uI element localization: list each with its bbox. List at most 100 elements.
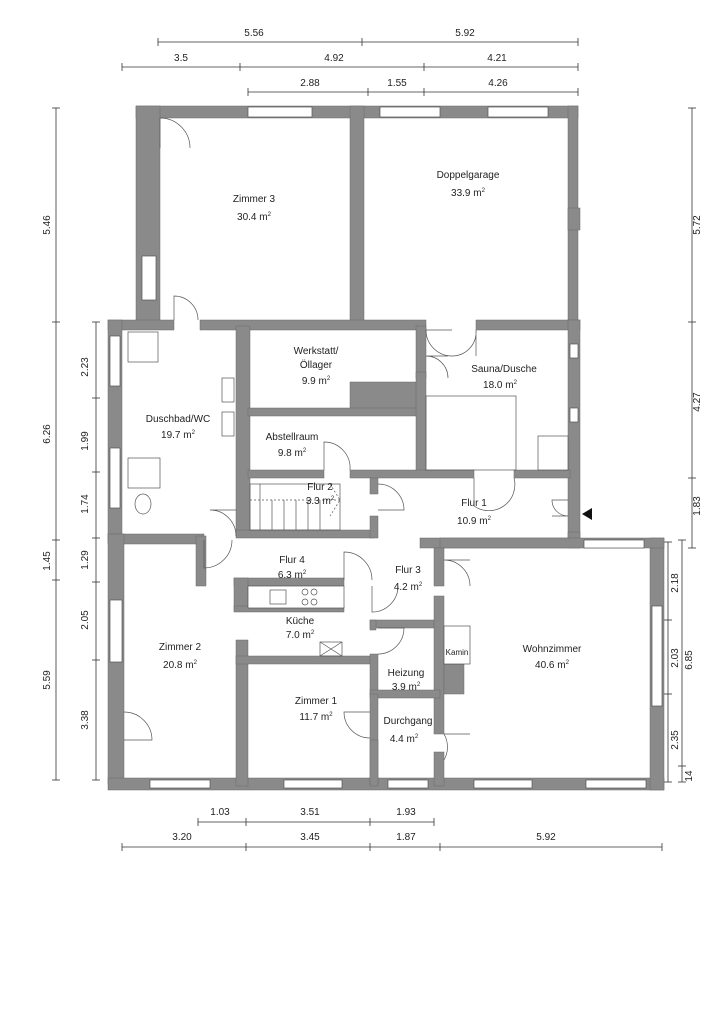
wall-wohn-top (439, 537, 665, 549)
fireplace (443, 625, 471, 665)
window (387, 779, 429, 789)
wall-heizung-left (369, 653, 379, 695)
wall-abstell-bottom-r (349, 469, 475, 479)
kitchen-counter (247, 585, 345, 609)
dim-left-1-3: 1.45 (42, 551, 53, 571)
shower (127, 331, 159, 363)
svg-text:Durchgang: Durchgang (384, 716, 433, 727)
dim-top-1-1: 5.56 (244, 28, 264, 39)
dim-left-1-2: 6.26 (42, 424, 53, 444)
window (583, 539, 645, 549)
svg-text:18.0 m2: 18.0 m2 (483, 380, 518, 391)
svg-text:40.6 m2: 40.6 m2 (535, 660, 570, 671)
dim-right-1-1: 5.72 (692, 215, 703, 235)
door-swing (203, 539, 233, 569)
svg-text:Flur 3: Flur 3 (395, 565, 421, 576)
dim-right-1-2: 4.27 (692, 392, 703, 412)
window (247, 106, 313, 118)
dim-right-3-2: 2.03 (670, 648, 681, 668)
svg-text:Duschbad/WC: Duschbad/WC (146, 414, 210, 425)
wall-kueche-bottom (235, 655, 377, 665)
door-swing (425, 355, 449, 379)
dim-right-3-3: 2.35 (670, 730, 681, 750)
dim-left-1-1: 5.46 (42, 215, 53, 235)
room-flur-4: Flur 4 6.3 m2 (278, 555, 307, 581)
dim-top-3-2: 1.55 (387, 78, 407, 89)
dim-bottom-2-1: 3.20 (172, 832, 192, 843)
wall-z2-right-top (195, 535, 207, 587)
svg-text:11.7 m2: 11.7 m2 (299, 712, 333, 723)
room-duschbad: Duschbad/WC 19.7 m2 (146, 414, 210, 441)
dim-bottom-2-3: 1.87 (396, 832, 416, 843)
svg-text:Flur 1: Flur 1 (461, 498, 487, 509)
room-sauna: Sauna/Dusche 18.0 m2 (471, 364, 537, 391)
svg-text:Flur 4: Flur 4 (279, 555, 305, 566)
wall-heizung-top (369, 619, 441, 629)
window (109, 447, 121, 509)
dim-bottom-2-4: 5.92 (536, 832, 556, 843)
svg-text:Zimmer 2: Zimmer 2 (159, 642, 202, 653)
svg-text:Werkstatt/: Werkstatt/ (294, 346, 339, 357)
dimension-labels: 5.56 5.92 3.5 4.92 4.21 2.88 1.55 4.26 1… (42, 28, 703, 843)
entrance-arrow-icon (582, 508, 592, 520)
wall-sauna-bottom (513, 469, 571, 479)
door-swing (343, 711, 371, 739)
svg-text:Heizung: Heizung (388, 668, 425, 679)
wall-flur3-right (433, 547, 445, 587)
door-swing (371, 585, 399, 613)
dim-left-2-5: 2.05 (80, 610, 91, 630)
stove-icon (301, 588, 309, 596)
door-swing (173, 295, 199, 321)
stove-icon (310, 588, 318, 596)
dim-left-2-4: 1.29 (80, 550, 91, 570)
dim-bottom-1-2: 3.51 (300, 807, 320, 818)
door-swing (377, 627, 405, 655)
dim-left-2-6: 3.38 (80, 710, 91, 730)
staircase (249, 483, 341, 531)
wall-kitchen-left (233, 577, 249, 611)
door-swing (159, 117, 191, 149)
dim-left-2-1: 2.23 (80, 357, 91, 377)
svg-text:19.7 m2: 19.7 m2 (161, 430, 196, 441)
dim-left-2-3: 1.74 (80, 494, 91, 514)
wall-z2-right (235, 639, 249, 787)
wall-bath-right (235, 325, 251, 537)
wall-werkstatt-bottom (349, 381, 423, 411)
room-abstellraum: Abstellraum 9.8 m2 (266, 432, 319, 459)
wall-upper-bottom-right (475, 319, 581, 331)
door-swing (443, 733, 470, 761)
room-zimmer-1: Zimmer 1 11.7 m2 (295, 696, 338, 723)
door-swing (323, 441, 351, 471)
door-swing (473, 477, 516, 511)
room-zimmer-2: Zimmer 2 20.8 m2 (159, 642, 202, 671)
sink (221, 411, 235, 437)
door-swing (451, 329, 477, 357)
room-flur-3: Flur 3 4.2 m2 (394, 565, 423, 593)
room-wohnzimmer: Wohnzimmer 40.6 m2 (523, 644, 582, 671)
dim-top-1-2: 5.92 (455, 28, 475, 39)
room-kueche: Küche 7.0 m2 (286, 616, 315, 641)
dim-right-2-1: 6.85 (684, 650, 695, 670)
sink-icon (269, 589, 287, 605)
svg-text:Küche: Küche (286, 616, 315, 627)
window (283, 779, 343, 789)
fixtures: Kamin (127, 331, 592, 665)
wall-abstell-bottom-l (247, 469, 325, 479)
stove-icon (301, 598, 309, 606)
svg-text:Sauna/Dusche: Sauna/Dusche (471, 364, 537, 375)
stove-icon (310, 598, 318, 606)
wall-durchgang-right (433, 751, 445, 787)
svg-text:Flur 2: Flur 2 (307, 482, 333, 493)
window (473, 779, 533, 789)
room-zimmer-3: Zimmer 3 30.4 m2 (233, 194, 276, 223)
dim-top-3-3: 4.26 (488, 78, 508, 89)
svg-text:Zimmer 1: Zimmer 1 (295, 696, 338, 707)
dim-top-2-3: 4.21 (487, 53, 507, 64)
toilet (134, 493, 152, 515)
sauna-bench (425, 395, 517, 471)
svg-text:3.3 m2: 3.3 m2 (306, 496, 335, 507)
svg-text:20.8 m2: 20.8 m2 (163, 660, 198, 671)
dim-right-1-3: 1.83 (692, 496, 703, 516)
svg-text:Zimmer 3: Zimmer 3 (233, 194, 276, 205)
